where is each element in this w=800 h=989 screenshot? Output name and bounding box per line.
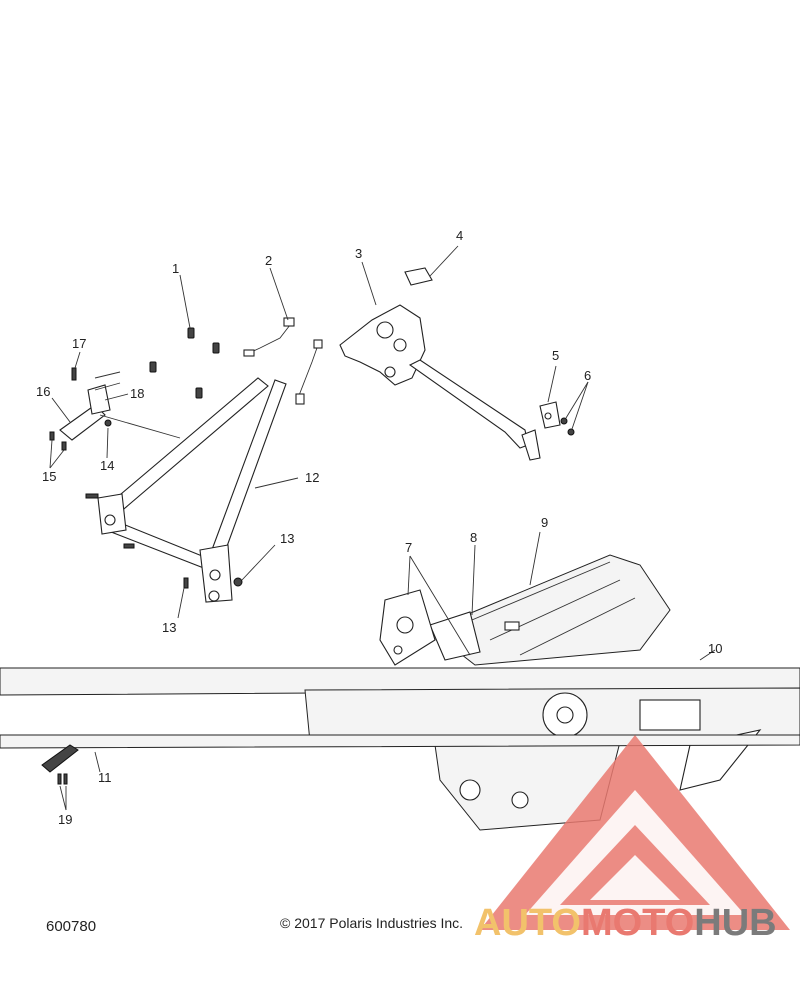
part-5-bracket xyxy=(539,365,561,429)
callout-12: 12 xyxy=(305,470,319,485)
callout-5: 5 xyxy=(552,348,559,363)
callout-11: 11 xyxy=(98,770,112,785)
diagram-number: 600780 xyxy=(46,918,97,935)
callout-13-left: 13 xyxy=(162,620,176,635)
part-16-18-bracket-cluster xyxy=(49,351,129,469)
automotohub-logo-icon xyxy=(480,735,790,930)
callout-3: 3 xyxy=(355,246,362,261)
callout-9: 9 xyxy=(541,515,548,530)
callout-13-right: 13 xyxy=(280,531,294,546)
callout-8: 8 xyxy=(470,530,477,545)
part-12-a-frame xyxy=(85,377,299,619)
part-7-mount xyxy=(379,555,471,666)
callout-10: 10 xyxy=(708,641,722,656)
logo-part-moto: MOTO xyxy=(580,902,695,944)
automotohub-logo-text: AUTOMOTOHUB xyxy=(474,902,777,945)
callout-2: 2 xyxy=(265,253,272,268)
part-9-floor-panel xyxy=(429,531,671,666)
part-4-pad xyxy=(404,245,459,286)
callout-6: 6 xyxy=(584,368,591,383)
part-19-screws xyxy=(57,773,68,811)
part-8-panel xyxy=(429,544,481,661)
callout-4: 4 xyxy=(456,228,463,243)
part-11-rail xyxy=(0,734,800,773)
callout-17: 17 xyxy=(72,336,86,351)
callout-19: 19 xyxy=(58,812,72,827)
copyright-text: © 2017 Polaris Industries Inc. xyxy=(280,915,464,931)
part-10-frame-rail xyxy=(0,649,800,696)
callout-15: 15 xyxy=(42,469,56,484)
callout-7: 7 xyxy=(405,540,412,555)
callout-1: 1 xyxy=(172,261,179,276)
callout-18: 18 xyxy=(130,386,144,401)
part-2-sensor xyxy=(243,267,323,405)
logo-part-hub: HUB xyxy=(694,902,777,944)
part-6-nuts xyxy=(560,381,589,436)
part-3-bracket xyxy=(339,261,541,461)
callout-16: 16 xyxy=(36,384,50,399)
callout-14: 14 xyxy=(100,458,114,473)
logo-part-auto: AUTO xyxy=(474,902,581,944)
part-1-bolts xyxy=(149,274,220,399)
